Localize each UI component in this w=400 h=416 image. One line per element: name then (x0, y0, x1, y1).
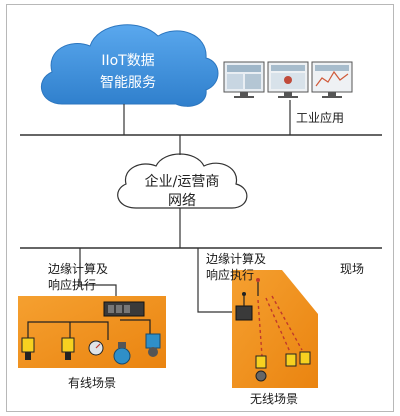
pump-icon (145, 333, 161, 357)
wired-scene-panel (18, 296, 166, 368)
edge-right-label-line2: 响应执行 (206, 268, 255, 282)
cloud-title-line2: 智能服务 (100, 75, 156, 91)
sensor-icon (21, 337, 35, 360)
monitor-icon (223, 61, 265, 98)
wireless-connector (197, 248, 234, 313)
enterprise-network-label-line2: 网络 (168, 193, 196, 209)
iiot-cloud (41, 24, 219, 107)
cloud-title-line1: IIoT数据 (101, 53, 155, 69)
sensor-icon (255, 355, 267, 382)
gauge-icon (88, 340, 104, 356)
enterprise-network-cloud (117, 153, 248, 209)
wireless-scene-panel (232, 270, 318, 388)
wired-scene-label: 有线场景 (68, 376, 117, 390)
enterprise-network-label-line1: 企业/运营商 (144, 174, 220, 190)
wireless-scene-label: 无线场景 (250, 392, 299, 406)
industrial-apps-label: 工业应用 (296, 111, 345, 125)
monitor-icon (311, 61, 353, 98)
radio-icon (256, 278, 260, 296)
field-label: 现场 (340, 262, 365, 276)
radio-icon (235, 292, 253, 321)
edge-right-label-line1: 边缘计算及 (206, 252, 267, 266)
sensor-icon (285, 353, 297, 367)
wired-connector (79, 248, 117, 300)
sensor-icon (61, 337, 75, 360)
edge-left-label-line2: 响应执行 (48, 278, 97, 292)
edge-left-label-line1: 边缘计算及 (48, 262, 109, 276)
sensor-icon (299, 351, 311, 365)
valve-icon (113, 342, 131, 365)
monitor-icon (267, 61, 309, 98)
gateway-icon (103, 301, 145, 317)
